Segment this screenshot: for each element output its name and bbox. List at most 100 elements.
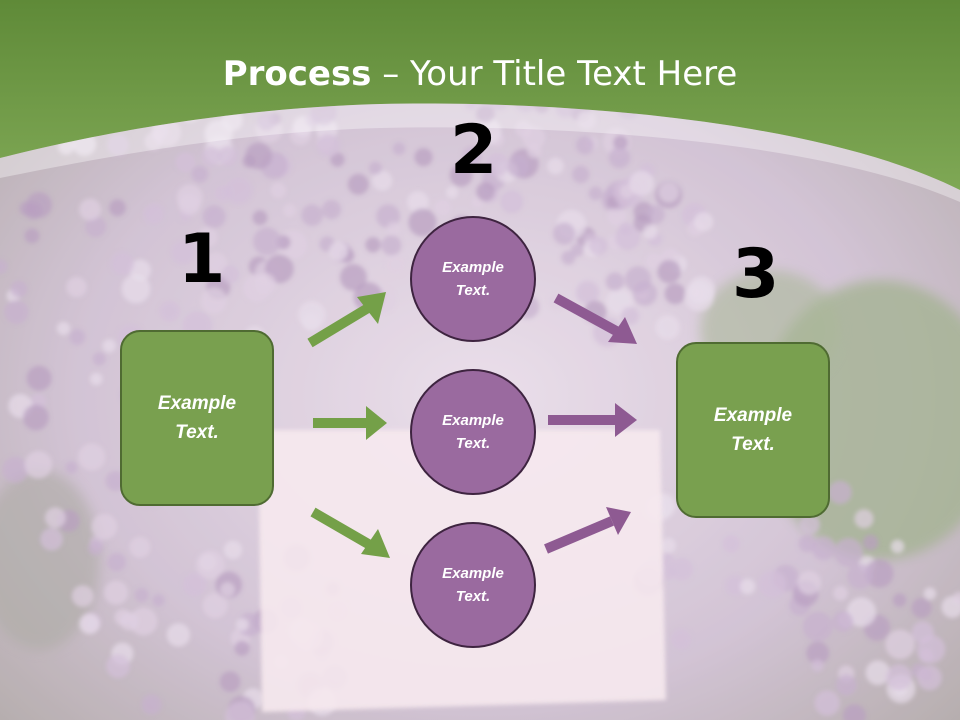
lilac-blossom bbox=[214, 185, 231, 202]
lilac-blossom bbox=[77, 443, 106, 471]
lilac-blossom bbox=[797, 570, 822, 595]
lilac-blossom bbox=[722, 535, 740, 553]
lilac-blossom bbox=[171, 240, 196, 265]
circle-middle[interactable]: Example Text. bbox=[410, 369, 536, 495]
lilac-blossom bbox=[589, 236, 608, 256]
lilac-blossom bbox=[847, 563, 873, 589]
lilac-blossom bbox=[66, 276, 87, 298]
right-box-text: Example Text. bbox=[713, 405, 793, 455]
lilac-blossom bbox=[85, 216, 107, 238]
lilac-blossom bbox=[514, 120, 532, 138]
lilac-blossom bbox=[624, 266, 652, 293]
lilac-blossom bbox=[803, 611, 833, 642]
lilac-blossom bbox=[414, 148, 433, 167]
lilac-blossom bbox=[223, 540, 243, 560]
lilac-blossom bbox=[4, 299, 29, 324]
lilac-blossom bbox=[283, 203, 296, 217]
lilac-blossom bbox=[71, 585, 94, 607]
lilac-blossom bbox=[270, 182, 287, 199]
lilac-blossom bbox=[114, 609, 131, 626]
lilac-blossom bbox=[19, 201, 34, 216]
lilac-blossom bbox=[220, 582, 235, 597]
lilac-blossom bbox=[485, 153, 509, 177]
lilac-blossom bbox=[340, 264, 367, 291]
lilac-blossom bbox=[91, 513, 118, 540]
lilac-blossom bbox=[225, 176, 253, 204]
lilac-blossom bbox=[407, 191, 429, 213]
lilac-blossom bbox=[917, 665, 942, 691]
lilac-blossom bbox=[202, 205, 226, 229]
lilac-blossom bbox=[365, 237, 381, 253]
lilac-blossom bbox=[196, 550, 225, 580]
lilac-blossom bbox=[952, 591, 960, 605]
title-bold: Process bbox=[222, 54, 372, 94]
lilac-blossom bbox=[572, 165, 590, 184]
right-process-box[interactable]: Example Text. bbox=[676, 342, 830, 518]
lilac-blossom bbox=[182, 572, 207, 597]
circle-bottom[interactable]: Example Text. bbox=[410, 522, 536, 648]
lilac-blossom bbox=[846, 597, 877, 627]
lilac-blossom bbox=[23, 404, 49, 431]
lilac-blossom bbox=[892, 593, 907, 607]
lilac-blossom bbox=[814, 690, 840, 716]
lilac-blossom bbox=[102, 339, 116, 353]
lilac-blossom bbox=[758, 570, 787, 599]
lilac-blossom bbox=[347, 173, 369, 195]
lilac-blossom bbox=[865, 660, 891, 685]
left-process-box[interactable]: Example Text. bbox=[120, 330, 274, 506]
lilac-blossom bbox=[832, 611, 854, 632]
lilac-blossom bbox=[65, 461, 78, 474]
lilac-blossom bbox=[129, 536, 151, 558]
lilac-blossom bbox=[44, 507, 66, 529]
lilac-blossom bbox=[317, 134, 341, 157]
lilac-blossom bbox=[862, 534, 879, 551]
lilac-blossom bbox=[385, 254, 406, 275]
lilac-blossom bbox=[217, 146, 238, 167]
lilac-blossom bbox=[664, 283, 686, 305]
lilac-blossom bbox=[24, 450, 53, 479]
lilac-blossom bbox=[474, 117, 502, 145]
lilac-blossom bbox=[799, 514, 820, 535]
lilac-blossom bbox=[252, 210, 268, 226]
lilac-blossom bbox=[571, 243, 584, 257]
lilac-blossom bbox=[202, 593, 228, 619]
lilac-blossom bbox=[141, 694, 162, 715]
lilac-blossom bbox=[321, 199, 342, 220]
lilac-blossom bbox=[197, 227, 218, 248]
lilac-blossom bbox=[0, 259, 8, 274]
lilac-blossom bbox=[26, 365, 52, 391]
lilac-blossom bbox=[476, 104, 495, 124]
lilac-blossom bbox=[386, 221, 401, 236]
lilac-blossom bbox=[643, 224, 658, 239]
lilac-blossom bbox=[200, 287, 227, 314]
lilac-blossom bbox=[660, 537, 676, 554]
lilac-blossom bbox=[392, 142, 406, 155]
lilac-blossom bbox=[144, 132, 163, 151]
lilac-blossom bbox=[225, 701, 255, 720]
circle-top[interactable]: Example Text. bbox=[410, 216, 536, 342]
step-2-number: 2 bbox=[450, 111, 498, 190]
lilac-blossom bbox=[605, 272, 625, 291]
lilac-blossom bbox=[109, 199, 126, 217]
lilac-blossom bbox=[10, 280, 28, 298]
lilac-blossom bbox=[923, 587, 937, 600]
lilac-blossom bbox=[886, 664, 912, 691]
lilac-blossom bbox=[152, 594, 165, 607]
lilac-blossom bbox=[253, 227, 282, 256]
lilac-blossom bbox=[811, 659, 824, 672]
lilac-blossom bbox=[134, 588, 149, 603]
step-1-number: 1 bbox=[178, 220, 226, 299]
lilac-blossom bbox=[834, 537, 864, 567]
lilac-blossom bbox=[79, 613, 100, 635]
lilac-blossom bbox=[865, 559, 894, 588]
circle-middle-text: Example Text. bbox=[442, 412, 504, 452]
lilac-blossom bbox=[368, 161, 382, 175]
lilac-blossom bbox=[204, 119, 233, 148]
lilac-blossom bbox=[191, 165, 209, 183]
lilac-blossom bbox=[79, 198, 102, 221]
step-3-number: 3 bbox=[732, 235, 780, 314]
lilac-blossom bbox=[828, 480, 852, 505]
lilac-blossom bbox=[245, 142, 273, 170]
lilac-blossom bbox=[659, 552, 674, 568]
lilac-blossom bbox=[106, 654, 130, 678]
